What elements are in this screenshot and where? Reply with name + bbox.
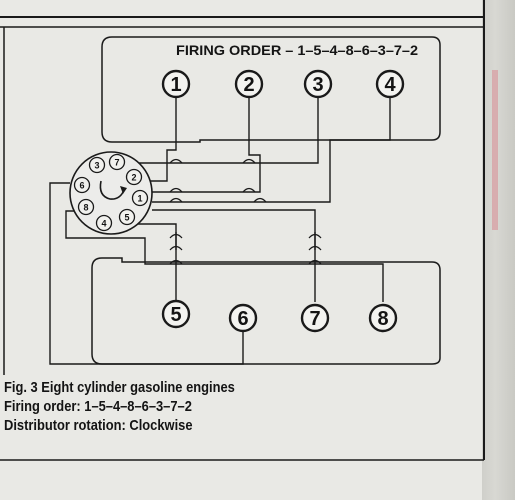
terminal-2: 2 <box>125 168 143 186</box>
terminal-3: 3 <box>88 156 106 174</box>
caption-title: Fig. 3 Eight cylinder gasoline engines <box>4 379 235 396</box>
terminal-5: 5 <box>118 208 136 226</box>
svg-text:6: 6 <box>237 308 248 330</box>
svg-text:5: 5 <box>124 213 129 223</box>
svg-text:8: 8 <box>377 308 388 330</box>
page-edge-strip <box>482 0 515 500</box>
cylinder-1: 1 <box>161 69 191 99</box>
svg-text:7: 7 <box>114 158 119 168</box>
terminal-8: 8 <box>77 198 95 216</box>
cylinder-4: 4 <box>375 69 405 99</box>
rear-cylinders: 5 6 7 8 <box>161 299 398 333</box>
front-cylinders: 1 2 3 4 <box>161 69 405 99</box>
wire-crossings <box>169 158 322 265</box>
cylinder-6: 6 <box>228 303 258 333</box>
svg-text:4: 4 <box>101 219 106 229</box>
front-bank-outline <box>101 36 441 143</box>
svg-text:2: 2 <box>243 74 254 96</box>
svg-text:1: 1 <box>137 194 142 204</box>
cylinder-5: 5 <box>161 299 191 329</box>
cylinder-2: 2 <box>234 69 264 99</box>
firing-order-label: FIRING ORDER – 1–5–4–8–6–3–7–2 <box>176 42 418 58</box>
svg-text:8: 8 <box>83 203 88 213</box>
svg-text:3: 3 <box>312 74 323 96</box>
cylinder-7: 7 <box>300 303 330 333</box>
svg-text:1: 1 <box>170 74 181 96</box>
svg-text:7: 7 <box>309 308 320 330</box>
terminal-4: 4 <box>95 214 113 232</box>
cylinder-8: 8 <box>368 303 398 333</box>
distributor-cap: 3 7 2 1 5 4 8 6 <box>69 151 153 235</box>
terminal-1: 1 <box>131 189 149 207</box>
figure-caption: Fig. 3 Eight cylinder gasoline engines F… <box>4 378 235 435</box>
rear-bank-outline <box>91 257 441 365</box>
spark-plug-wires <box>49 96 391 365</box>
svg-text:5: 5 <box>170 304 181 326</box>
svg-text:2: 2 <box>131 173 136 183</box>
terminal-6: 6 <box>73 176 91 194</box>
rotor-arrow-icon <box>99 180 125 200</box>
svg-text:3: 3 <box>94 161 99 171</box>
svg-text:6: 6 <box>79 181 84 191</box>
cylinder-3: 3 <box>303 69 333 99</box>
distributor-terminals: 3 7 2 1 5 4 8 6 <box>73 153 149 232</box>
rotor-arrowhead-icon <box>120 186 127 194</box>
caption-distributor-rotation: Distributor rotation: Clockwise <box>4 417 193 434</box>
svg-text:4: 4 <box>384 74 396 96</box>
caption-firing-order: Firing order: 1–5–4–8–6–3–7–2 <box>4 398 192 415</box>
terminal-7: 7 <box>108 153 126 171</box>
